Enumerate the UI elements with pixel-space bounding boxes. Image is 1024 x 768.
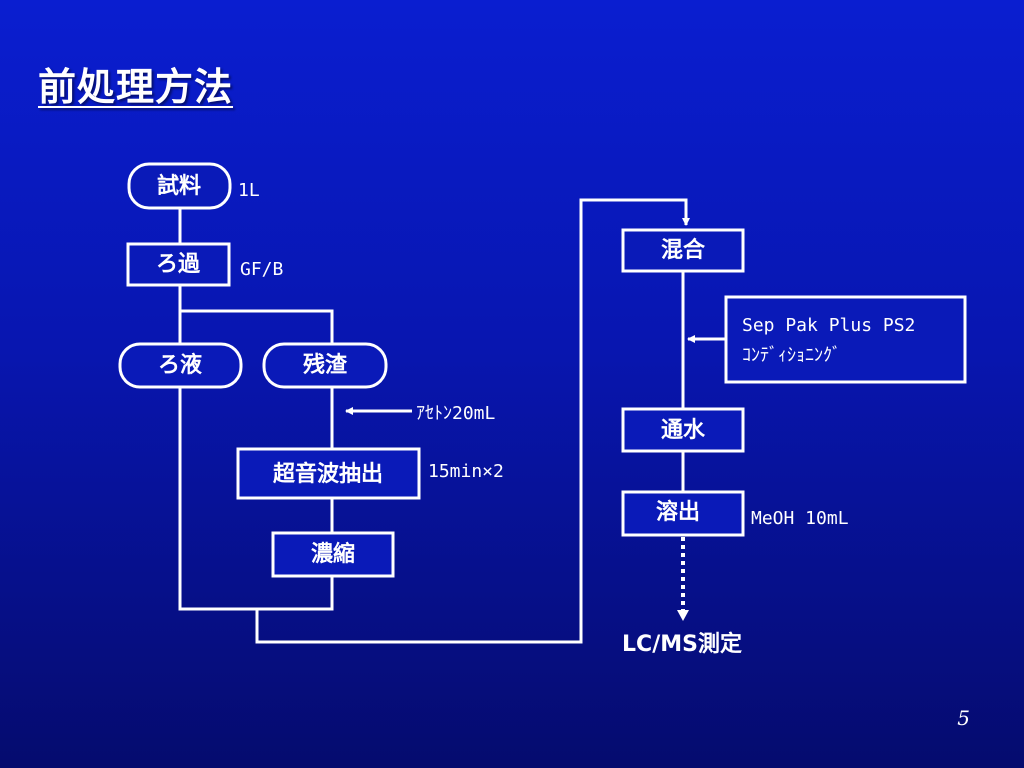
note-sample-volume: 1L: [238, 180, 260, 201]
node-concentration: 濃縮: [271, 531, 395, 578]
node-residue: 残渣: [262, 342, 388, 389]
slide-title: 前処理方法: [38, 65, 234, 109]
connector-filtration-split: [178, 285, 334, 344]
node-concentration-label: 濃縮: [311, 541, 355, 567]
cartridge-conditioning: ｺﾝﾃﾞｨｼｮﾆﾝｸﾞ: [742, 345, 841, 366]
node-water-pass: 通水: [621, 407, 745, 453]
node-ultrasonic: 超音波抽出: [236, 447, 421, 500]
connector-merge-to-mixing: [255, 198, 690, 644]
page-number: 5: [957, 706, 970, 730]
node-mixing-label: 混合: [661, 237, 706, 263]
note-methanol: MeOH 10mL: [751, 508, 849, 529]
node-mixing: 混合: [621, 228, 745, 273]
node-sample: 試料: [127, 162, 232, 210]
node-filtrate: ろ液: [118, 342, 243, 389]
node-filtration: ろ過: [126, 242, 231, 287]
node-water-pass-label: 通水: [661, 418, 706, 443]
note-filter: GF/B: [240, 259, 283, 280]
node-cartridge: Sep Pak Plus PS2 ｺﾝﾃﾞｨｼｮﾆﾝｸﾞ: [724, 295, 967, 384]
note-ultrasonic-time: 15min×2: [428, 461, 504, 482]
node-filtration-label: ろ過: [156, 251, 201, 277]
node-filtrate-label: ろ液: [158, 352, 202, 378]
node-ultrasonic-label: 超音波抽出: [273, 461, 383, 487]
node-residue-label: 残渣: [303, 352, 348, 378]
note-acetone: ｱｾﾄﾝ20mL: [416, 403, 496, 424]
node-elution-label: 溶出: [656, 499, 700, 525]
node-measurement-label: LC/MS測定: [622, 631, 742, 657]
node-sample-label: 試料: [157, 173, 201, 199]
connectors: [178, 198, 726, 644]
cartridge-name: Sep Pak Plus PS2: [742, 315, 915, 336]
node-elution: 溶出: [621, 490, 745, 537]
dotted-arrowhead: [677, 610, 689, 621]
